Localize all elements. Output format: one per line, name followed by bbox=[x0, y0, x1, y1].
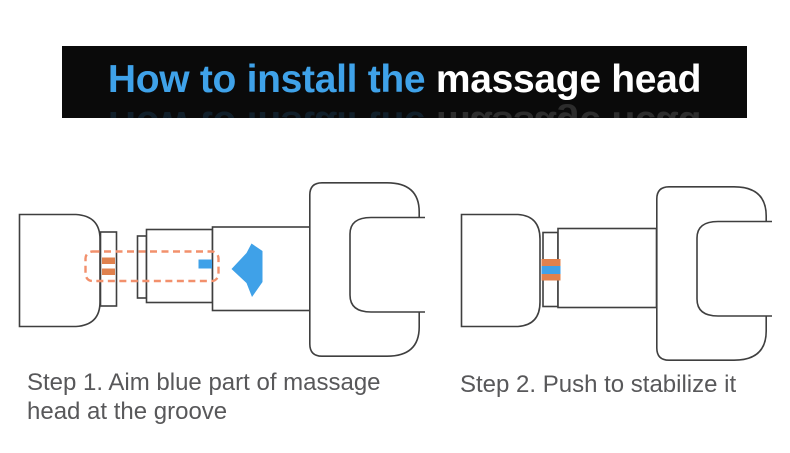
massage-head-shape bbox=[18, 213, 101, 328]
shaft-cap bbox=[136, 235, 148, 299]
step1-caption: Step 1. Aim blue part of massage head at… bbox=[27, 369, 381, 425]
title-rest: massage head bbox=[435, 58, 702, 101]
assembled-stripe-blue bbox=[541, 266, 561, 274]
insert-arrow-icon bbox=[231, 243, 263, 297]
gun-handle-slot-assembled bbox=[696, 220, 772, 317]
shaft-cylinder-assembled bbox=[557, 227, 658, 309]
gun-handle bbox=[309, 182, 425, 357]
collar-stripe-bottom bbox=[102, 268, 115, 275]
title-banner: How to install the massage head How to i… bbox=[62, 46, 747, 118]
figure-step2 bbox=[460, 186, 772, 361]
alignment-dashed-box bbox=[84, 250, 220, 283]
title-reflection: How to install the massage head bbox=[108, 103, 701, 118]
step2-caption: Step 2. Push to stabilize it bbox=[460, 371, 737, 398]
figure-step1 bbox=[18, 182, 425, 357]
assembled-stripe-orange-bottom bbox=[541, 274, 561, 281]
collar-stripe-top bbox=[102, 257, 115, 264]
title-highlight: How to install the bbox=[107, 58, 436, 101]
gun-handle-assembled bbox=[656, 186, 772, 361]
blue-groove-tab bbox=[198, 259, 212, 269]
page-title: How to install the massage head bbox=[107, 58, 702, 101]
assembled-stripe-orange-top bbox=[541, 259, 561, 266]
gun-handle-slot bbox=[349, 216, 425, 313]
massage-head-shape-assembled bbox=[460, 213, 541, 328]
